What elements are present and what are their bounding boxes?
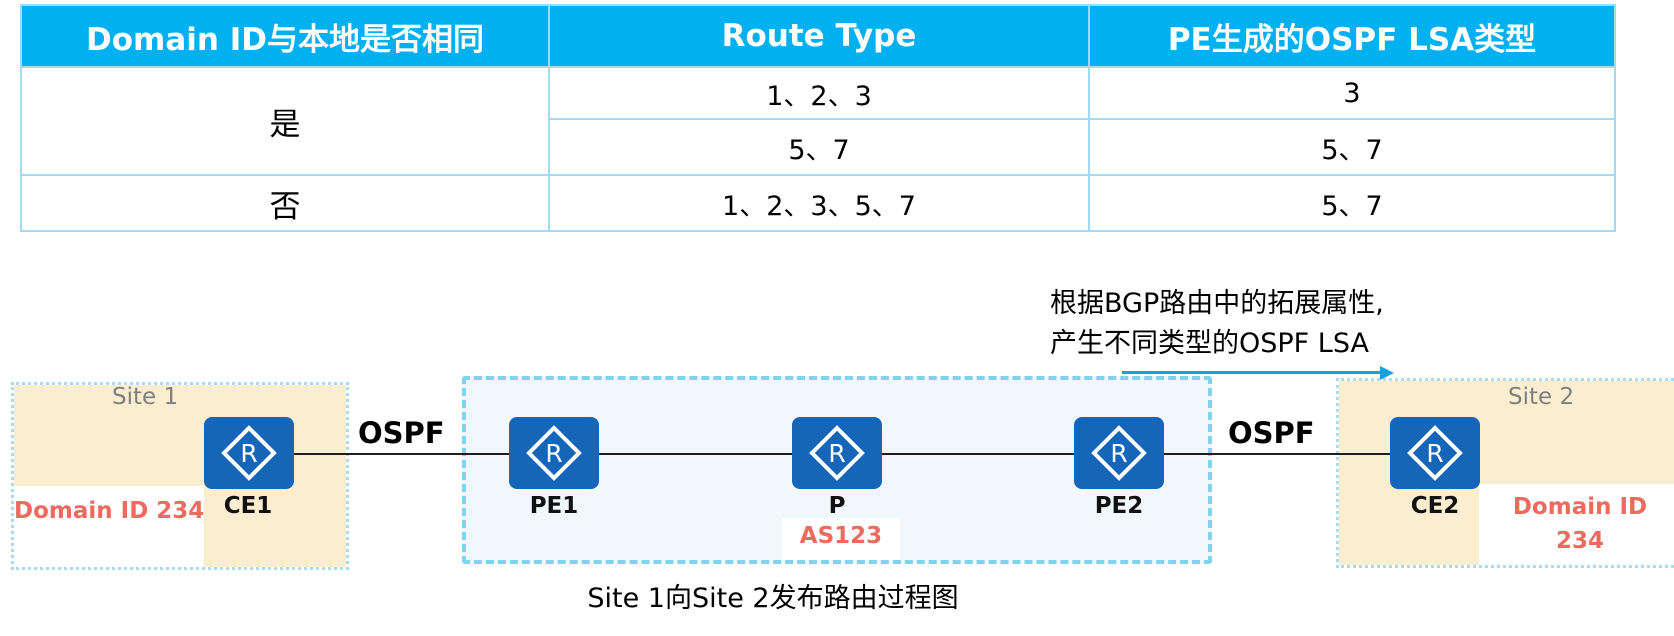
- cell-lsa-type: 5、7: [1088, 118, 1616, 176]
- lsa-type-table: Domain ID与本地是否相同 Route Type PE生成的OSPF LS…: [20, 4, 1616, 232]
- site1-fill-bottom: [204, 486, 346, 567]
- cell-route-type: 1、2、3: [548, 66, 1090, 120]
- router-symbol: R: [1426, 439, 1443, 468]
- site2-domain-id-line1: Domain ID: [1512, 494, 1648, 520]
- as-label: AS123: [799, 523, 883, 549]
- header-lsa-type: PE生成的OSPF LSA类型: [1088, 4, 1616, 68]
- table-row: 5、7 5、7: [21, 118, 1616, 176]
- cell-lsa-type: 3: [1088, 66, 1616, 120]
- diagram-caption-text: Site 1向Site 2发布路由过程图: [587, 583, 959, 614]
- router-icon: R: [809, 425, 865, 481]
- ospf-label-right: OSPF: [1228, 416, 1315, 450]
- site2-fill-bottom: [1339, 484, 1479, 565]
- router-symbol: R: [828, 439, 845, 468]
- link-p-pe2: [880, 453, 1080, 455]
- site1-label: Site 1: [112, 384, 179, 410]
- router-symbol: R: [240, 439, 257, 468]
- lsa-note-line1: 根据BGP路由中的拓展属性,: [1050, 288, 1384, 319]
- table-row: 是 1、2、3 3: [20, 66, 1616, 176]
- router-pe1: R: [509, 417, 599, 489]
- cell-same-yes: 是: [20, 66, 550, 176]
- router-icon: R: [526, 425, 582, 481]
- cell-same-no: 否: [20, 174, 550, 232]
- router-name-pe2: PE2: [1094, 493, 1144, 519]
- table-header-row: Domain ID与本地是否相同 Route Type PE生成的OSPF LS…: [20, 4, 1616, 68]
- header-domain-id-same: Domain ID与本地是否相同: [20, 4, 550, 68]
- site2-domain-id-line2: 234: [1555, 528, 1604, 554]
- link-pe2-ce2: [1162, 453, 1394, 455]
- site2-label: Site 2: [1508, 384, 1575, 410]
- router-name-ce1: CE1: [223, 493, 273, 519]
- diagram-caption: Site 1向Site 2发布路由过程图: [0, 576, 1674, 615]
- arrow-right-icon: [1380, 366, 1394, 380]
- table-row: 否 1、2、3、5、7 5、7: [20, 174, 1616, 232]
- cell-route-type: 5、7: [548, 118, 1090, 176]
- router-ce1: R: [204, 417, 294, 489]
- link-pe1-p: [596, 453, 796, 455]
- site1-domain-id: Domain ID 234: [14, 498, 205, 524]
- router-ce2: R: [1390, 417, 1480, 489]
- router-name-ce2: CE2: [1410, 493, 1460, 519]
- cell-route-type: 1、2、3、5、7: [548, 174, 1090, 232]
- direction-arrow-line: [1122, 371, 1386, 374]
- router-name-p: P: [828, 493, 846, 519]
- site1-fill-top: [14, 385, 346, 486]
- link-ce1-pe1: [290, 453, 516, 455]
- router-name-pe1: PE1: [529, 493, 579, 519]
- router-p: R: [792, 417, 882, 489]
- router-symbol: R: [1110, 439, 1127, 468]
- router-icon: R: [221, 425, 277, 481]
- router-icon: R: [1091, 425, 1147, 481]
- cell-lsa-type: 5、7: [1088, 174, 1616, 232]
- header-route-type: Route Type: [548, 4, 1090, 68]
- router-pe2: R: [1074, 417, 1164, 489]
- router-symbol: R: [545, 439, 562, 468]
- router-icon: R: [1407, 425, 1463, 481]
- as-label-background: [782, 518, 900, 560]
- ospf-label-left: OSPF: [358, 416, 445, 450]
- lsa-note-line2: 产生不同类型的OSPF LSA: [1050, 328, 1369, 359]
- lsa-note: 根据BGP路由中的拓展属性, 产生不同类型的OSPF LSA: [1050, 284, 1384, 364]
